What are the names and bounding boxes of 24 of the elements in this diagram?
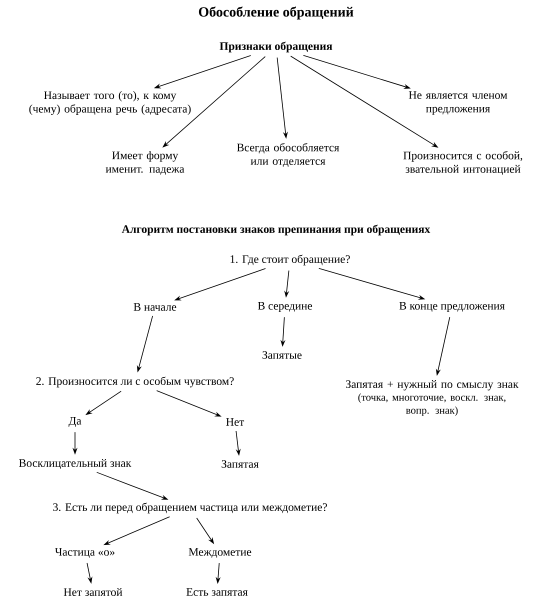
answer-text: Междометие [188,548,252,558]
question-text: 3. Есть ли перед обращением частица или междометие? [53,502,327,514]
question-text: 2. Произносится ли с особым чувством? [36,376,234,388]
feature-text: Называет того (то), к кому (чему) обращена речь (адресата) [29,91,191,115]
answer-text: В середине [258,302,312,312]
feature-text: Произносится с особой, звательной интонацией [403,151,522,175]
feature-text: Всегда обособляется или отделяется [236,143,340,167]
result-text: Есть запятая [186,588,248,596]
question-text: 1. Где стоит обращение? [230,254,350,266]
answer-text: В начале [134,303,176,311]
feature-text: Не является членом предложения [408,91,508,115]
result-text: Запятые [262,351,302,359]
section-heading: Алгоритм постановки знаков препинания при обращениях [122,224,430,236]
answer-text: Частица «о» [55,548,114,558]
result-text: Восклицательный знак [19,458,132,470]
result-text: Запятая + нужный по смыслу знак (точка, многоточие, воскл. знак, вопр. знак) [346,380,519,416]
answer-text: Нет [226,418,244,426]
answer-text: В конце предложения [399,302,505,312]
feature-text: Имеет форму именит. падежа [106,151,184,175]
answer-text: Да [68,417,82,427]
title: Обособление обращений [198,6,354,20]
result-text: Запятая [222,460,259,468]
heading-text: Признаки обращения [220,42,332,52]
result-text: Нет запятой [64,588,122,596]
